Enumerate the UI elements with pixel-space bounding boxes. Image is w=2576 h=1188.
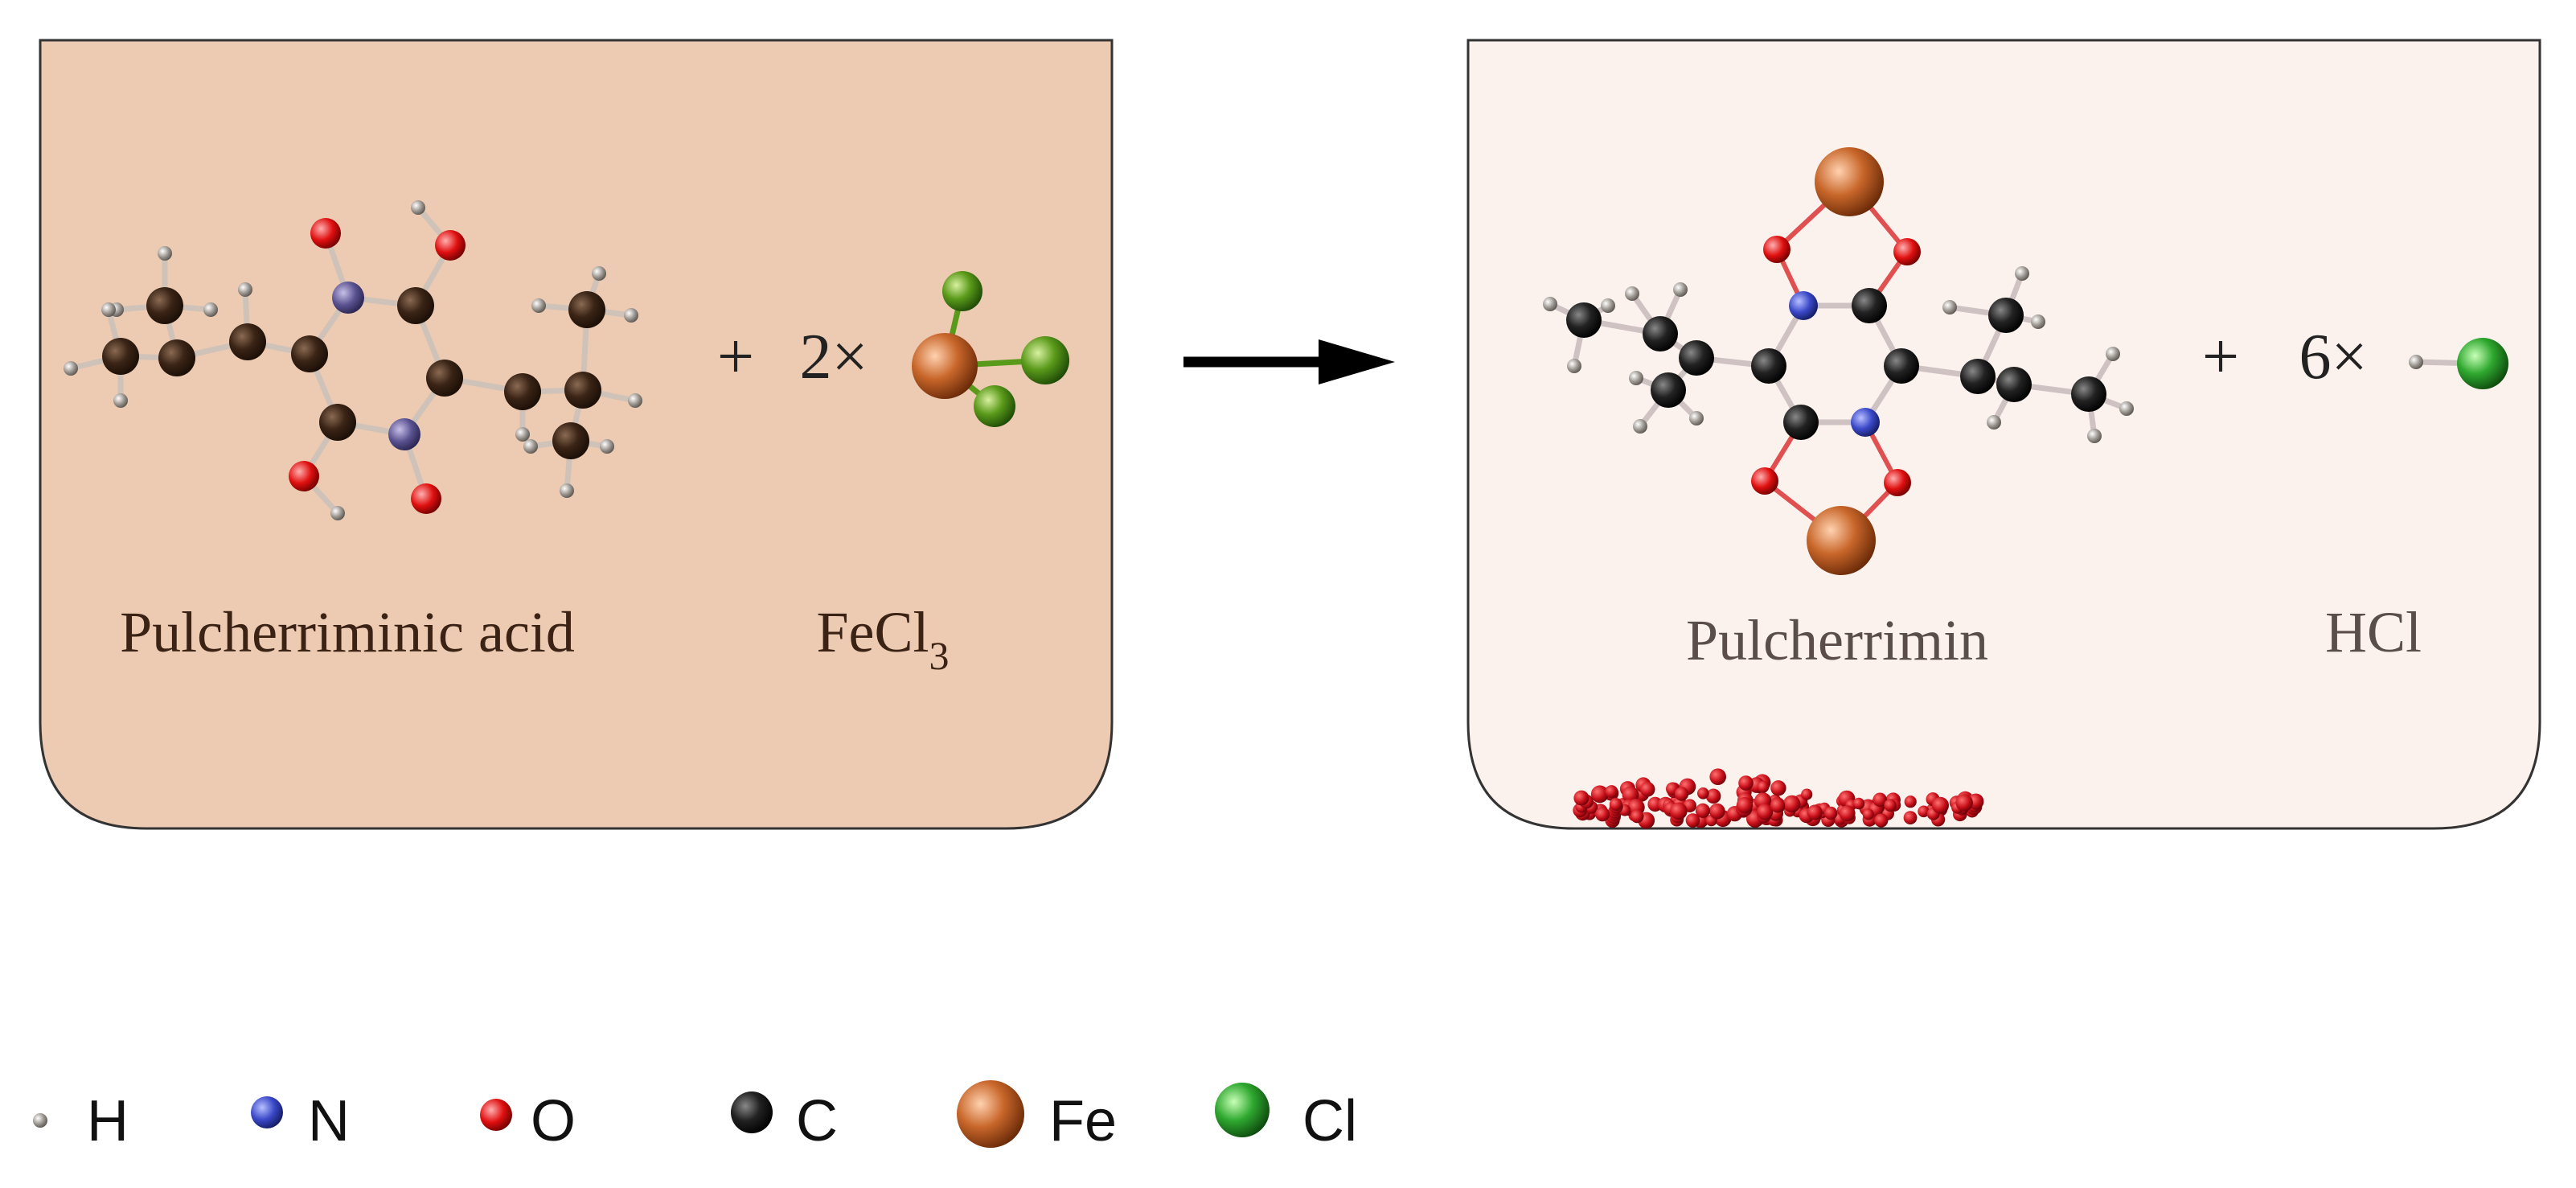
left-plus-sign: + xyxy=(717,319,754,393)
pulcherriminic-acid-molecule xyxy=(64,200,642,520)
precipitate-particle xyxy=(1622,786,1639,804)
precipitate-particle xyxy=(1873,792,1887,808)
fecl3-molecule xyxy=(912,271,1069,427)
precipitate-particle xyxy=(1770,780,1786,796)
precipitate-particle xyxy=(1605,785,1618,799)
right-reaction-vessel xyxy=(1466,39,2541,830)
precipitate-particle xyxy=(1709,768,1726,785)
precipitate-particle xyxy=(1839,805,1856,822)
legend-item-fe: Fe xyxy=(957,1080,1117,1153)
precipitate-particle xyxy=(1903,811,1918,824)
fecl3-label: FeCl3 xyxy=(816,600,949,678)
pulcherriminic-acid-label: Pulcherriminic acid xyxy=(120,600,575,664)
precipitate-particle xyxy=(1932,796,1949,814)
legend-item-h: H xyxy=(33,1089,129,1153)
legend-label-cl: Cl xyxy=(1302,1089,1357,1153)
precipitate-particle xyxy=(1595,807,1610,822)
precipitate-particle xyxy=(1801,788,1813,800)
iron-atom-icon xyxy=(957,1080,1024,1148)
hcl-label: HCl xyxy=(2325,600,2422,664)
legend-item-o: O xyxy=(480,1089,576,1153)
precipitate-particle xyxy=(1708,803,1725,820)
hcl-coefficient: 6× xyxy=(2299,322,2367,393)
fecl3-label-subscript: 3 xyxy=(929,633,950,678)
oxygen-atom-icon xyxy=(480,1099,512,1131)
precipitate-particle xyxy=(1738,775,1754,791)
legend-item-n: N xyxy=(251,1089,350,1153)
precipitate-particle xyxy=(1904,795,1917,808)
precipitate-particle xyxy=(1807,804,1823,820)
hcl-molecule xyxy=(2409,338,2508,389)
legend-label-c: C xyxy=(796,1089,838,1153)
precipitate-particle xyxy=(1705,788,1721,804)
precipitate-particle xyxy=(1590,785,1609,804)
legend-label-o: O xyxy=(531,1089,576,1153)
precipitate-particle xyxy=(1736,796,1754,814)
precipitate-particle xyxy=(1670,802,1688,820)
precipitate-particle xyxy=(1697,787,1709,800)
precipitate-particle xyxy=(1770,798,1786,813)
right-plus-sign: + xyxy=(2202,319,2239,393)
legend-item-c: C xyxy=(731,1089,838,1153)
legend-label-fe: Fe xyxy=(1049,1089,1117,1153)
precipitate-particle xyxy=(1884,799,1897,812)
pulcherrimin-label: Pulcherrimin xyxy=(1686,608,1988,672)
precipitate-particle xyxy=(1874,813,1889,828)
precipitate-particle xyxy=(1639,782,1655,797)
precipitate-particle xyxy=(1695,803,1710,819)
pulcherrimin-molecule xyxy=(1543,147,2134,575)
precipitate-particle xyxy=(1823,806,1838,820)
legend-label-h: H xyxy=(87,1089,129,1153)
hydrogen-atom-icon xyxy=(33,1113,47,1128)
nitrogen-atom-icon xyxy=(251,1096,283,1128)
legend-item-cl: Cl xyxy=(1215,1083,1357,1153)
precipitate-particle xyxy=(1630,809,1644,824)
reaction-arrow xyxy=(1183,339,1395,384)
atom-legend: H N O C Fe Cl xyxy=(33,1080,1357,1153)
precipitate-particle xyxy=(1609,798,1622,811)
precipitate-particle xyxy=(1573,790,1589,806)
precipitate-particle xyxy=(1757,780,1770,793)
precipitate-particle xyxy=(1674,787,1689,801)
carbon-atom-icon xyxy=(731,1091,773,1133)
chlorine-atom-icon xyxy=(1215,1083,1270,1137)
precipitate-particle xyxy=(1852,797,1865,810)
legend-label-n: N xyxy=(308,1089,350,1153)
pulcherrimin-precipitate xyxy=(1573,768,1984,829)
precipitate-particle xyxy=(1757,804,1774,820)
precipitate-particle xyxy=(1782,795,1801,813)
fecl3-coefficient: 2× xyxy=(799,322,868,393)
precipitate-particle xyxy=(1955,794,1973,812)
precipitate-particle xyxy=(1685,813,1700,828)
precipitate-particle xyxy=(1862,808,1874,820)
fecl3-label-base: FeCl xyxy=(816,600,929,664)
precipitate-particle xyxy=(1918,805,1930,818)
